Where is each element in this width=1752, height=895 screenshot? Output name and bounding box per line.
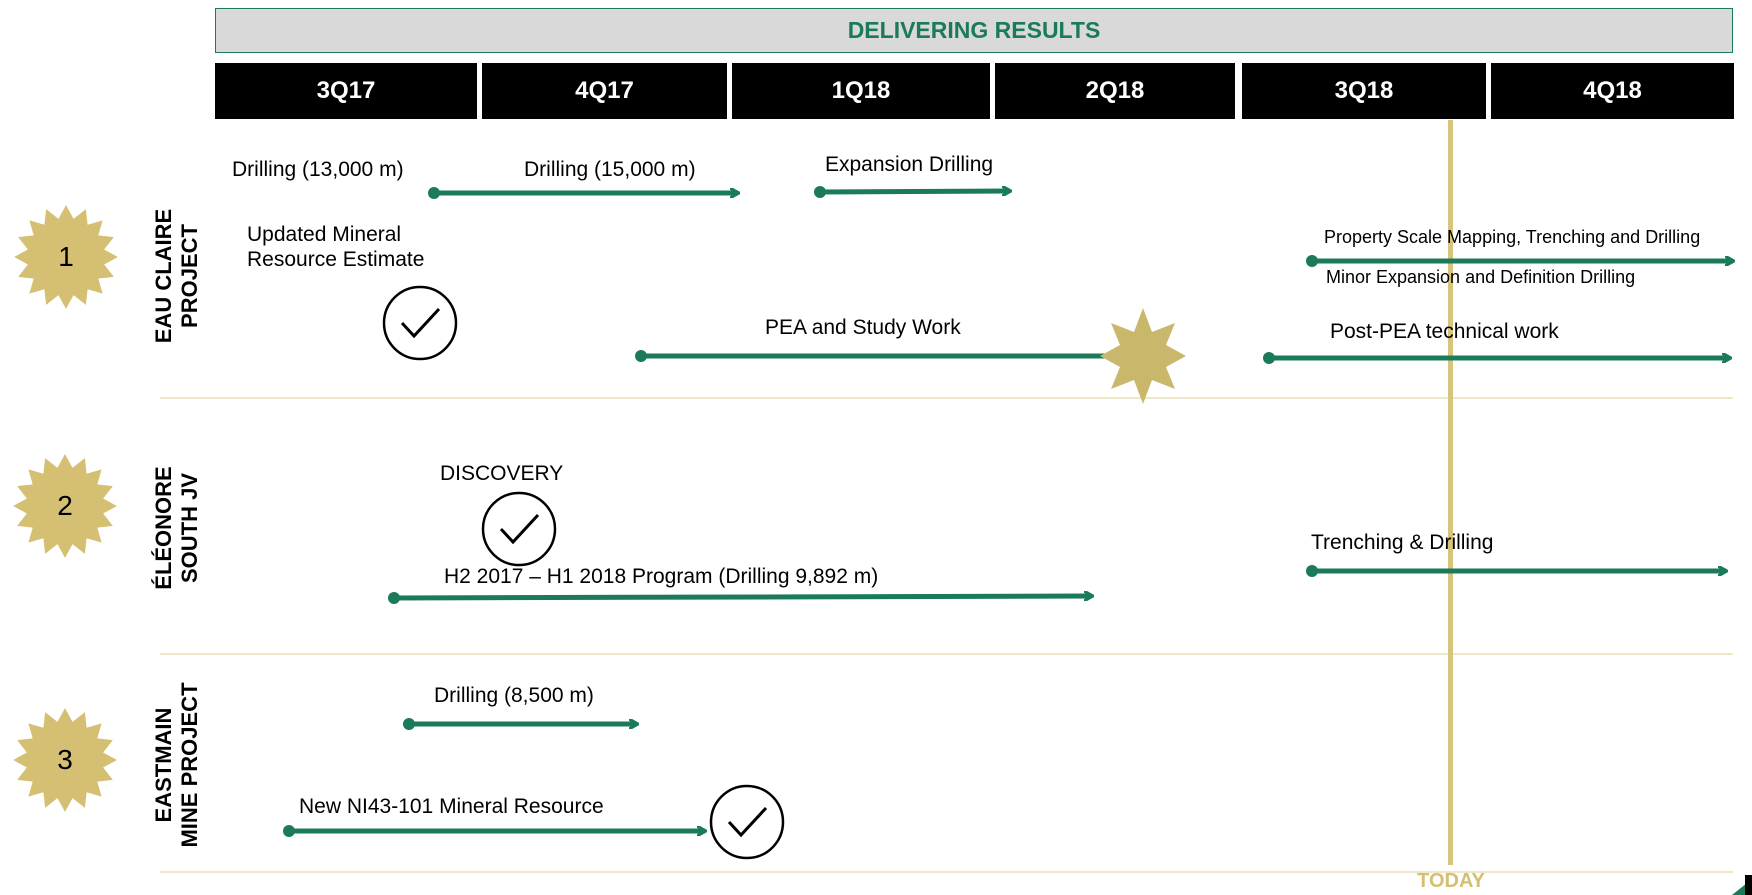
sunburst-icon [14,205,118,309]
row-divider-3 [160,871,1733,873]
row-1-badge: 1 [12,203,120,311]
label-discovery: DISCOVERY [440,462,564,485]
row-3-number: 3 [57,744,73,775]
arrow-expansion-drilling [814,186,1010,198]
row-3-checkmark-icon [708,783,786,861]
quarter-2q18: 2Q18 [995,63,1235,119]
arrow-drilling-13000 [428,187,738,199]
sunburst-icon [13,454,117,558]
label-ni43: New NI43-101 Mineral Resource [299,795,604,818]
pea-milestone-star-icon [1100,308,1186,404]
arrow-post-pea [1263,352,1730,364]
arrow-pea-study [635,350,1115,362]
label-updated-mre: Updated Mineral Resource Estimate [247,222,424,272]
arrow-ni43 [283,825,705,837]
label-updated-mre-line-1: Updated Mineral [247,223,402,246]
label-updated-mre-line-2: Resource Estimate [247,248,425,271]
row-2-number: 2 [57,490,73,521]
today-marker-line [1448,120,1453,865]
quarter-4q18: 4Q18 [1491,63,1734,119]
corner-logo-icon [1732,875,1752,895]
label-trenching: Trenching & Drilling [1311,531,1494,554]
today-label: TODAY [1417,870,1485,892]
sunburst-icon [13,708,117,812]
label-property-scale: Property Scale Mapping, Trenching and Dr… [1324,227,1701,247]
arrow-drilling-8500 [403,718,637,730]
label-h2-program: H2 2017 – H1 2018 Program (Drilling 9,89… [444,565,879,588]
label-drilling-8500: Drilling (8,500 m) [434,684,594,707]
label-drilling-15000: Drilling (15,000 m) [524,158,696,181]
arrow-property-scale [1306,255,1733,267]
row-1-number: 1 [58,241,74,272]
row-2-badge: 2 [11,452,119,560]
arrow-h2-program [388,592,1092,604]
delivering-results-banner: DELIVERING RESULTS [215,8,1733,53]
label-minor-expansion: Minor Expansion and Definition Drilling [1326,267,1636,287]
row-2-checkmark-icon [480,490,558,568]
quarter-4q17: 4Q17 [482,63,727,119]
label-pea-study: PEA and Study Work [765,316,961,339]
row-1-checkmark-icon [381,284,459,362]
row-divider-2 [160,653,1733,655]
row-divider-1 [160,397,1733,399]
label-post-pea: Post-PEA technical work [1330,320,1559,343]
arrow-trenching [1306,565,1726,577]
quarter-3q17: 3Q17 [215,63,477,119]
quarter-1q18: 1Q18 [732,63,990,119]
row-3-badge: 3 [11,706,119,814]
quarter-3q18: 3Q18 [1242,63,1486,119]
label-drilling-13000: Drilling (13,000 m) [232,158,404,181]
label-expansion-drilling: Expansion Drilling [825,153,994,176]
